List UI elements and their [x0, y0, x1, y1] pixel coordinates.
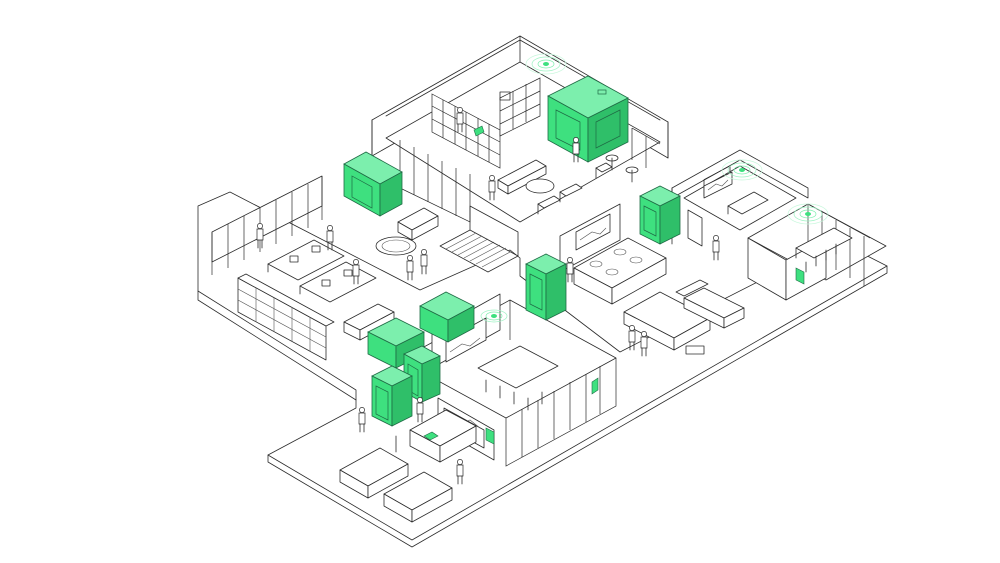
people: [256, 107, 720, 485]
person-10: [640, 331, 648, 357]
sensor-meeting: [480, 309, 508, 323]
person-4: [256, 223, 264, 249]
person-5: [406, 255, 414, 281]
person-8: [712, 235, 720, 261]
pod-bottom-2: [371, 365, 413, 427]
staircase: [439, 205, 519, 273]
person-6: [420, 249, 428, 275]
person-2: [572, 137, 580, 163]
bottom-lobby: [339, 409, 477, 523]
sensor-far-right: [787, 203, 829, 225]
pod-upper-left: [343, 151, 403, 217]
person-7: [326, 225, 334, 251]
pods: [343, 75, 805, 445]
kitchen-island: [559, 203, 667, 305]
upper-left-walls: [211, 175, 323, 275]
far-right-room: [747, 203, 887, 301]
person-15: [566, 257, 574, 283]
pod-right-2: [525, 253, 567, 321]
person-14: [352, 259, 360, 285]
pod-lounge-1: [419, 291, 475, 343]
right-upper-room: [671, 149, 809, 247]
sensor-right-room: [721, 159, 763, 181]
sensors: [480, 53, 829, 323]
pod-right-1: [639, 185, 681, 245]
sensor-top: [525, 53, 567, 75]
person-1: [456, 107, 464, 133]
lounge-right: [623, 279, 745, 355]
person-13: [416, 397, 424, 423]
person-3: [488, 175, 496, 201]
person-12: [456, 459, 464, 485]
person-9: [628, 325, 636, 351]
person-11: [358, 407, 366, 433]
